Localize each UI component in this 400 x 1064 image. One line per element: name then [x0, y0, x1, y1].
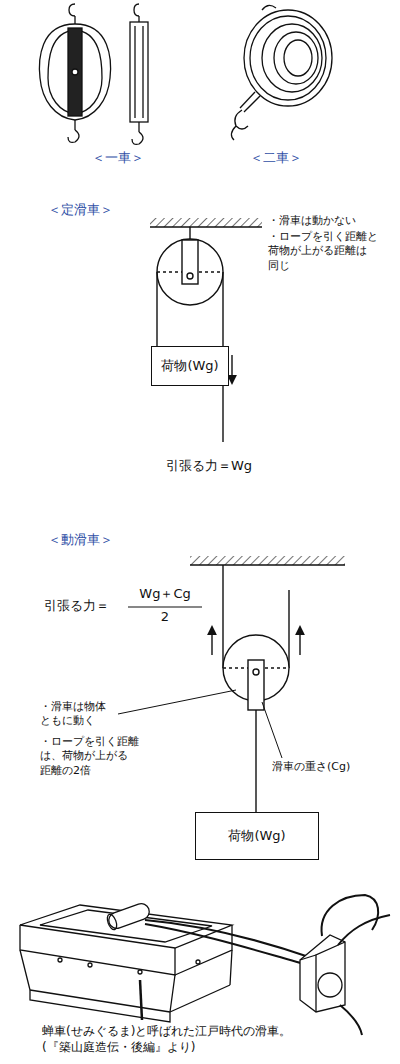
section-heading: ＜動滑車＞	[48, 532, 113, 549]
formula-denominator: 2	[161, 609, 169, 626]
section-label: ＜一車＞	[92, 150, 144, 167]
formula-text: 引張る力＝Wg	[166, 458, 252, 475]
formula-numerator: Wg＋Cg	[139, 586, 190, 603]
part-label: 滑車の重さ(Cg)	[272, 760, 350, 774]
note-text: ・滑車は物体 ともに動く	[40, 700, 120, 729]
load-box: 荷物(Wg)	[195, 812, 319, 860]
semi-guruma-illustration	[20, 895, 390, 1035]
formula-text: 引張る力＝	[44, 598, 109, 615]
figure-caption: 蝉車(せみぐるま)と呼ばれた江戸時代の滑車。 (『築山庭造伝・後編』より)	[42, 1024, 342, 1055]
double-pulley-block	[231, 5, 332, 140]
note-text: ・ロープを引く距離 は、荷物が上がる 距離の2倍	[40, 735, 148, 778]
section-label: ＜二車＞	[250, 150, 302, 167]
movable-pulley	[118, 556, 345, 812]
fixed-pulley	[150, 218, 262, 442]
note-text: ・ロープを引く距離と 荷物が上がる距離は 同じ	[268, 230, 390, 273]
load-box: 荷物(Wg)	[151, 346, 229, 386]
single-pulley-block	[39, 4, 148, 144]
load-label: 荷物(Wg)	[161, 357, 218, 375]
section-heading: ＜定滑車＞	[48, 202, 113, 219]
load-label: 荷物(Wg)	[228, 827, 285, 845]
note-text: ・滑車は動かない	[268, 214, 356, 228]
